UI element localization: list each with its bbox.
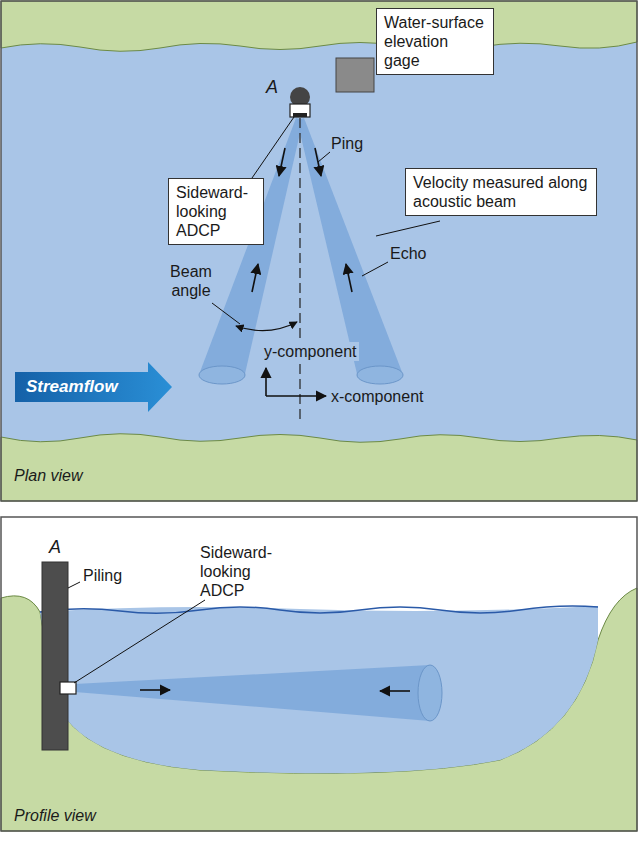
leader-line [212, 303, 240, 324]
panel-border [1, 1, 637, 501]
ping-arrow [279, 148, 285, 176]
location-marker: A [266, 78, 278, 97]
echo-arrow [252, 264, 258, 292]
part-label: Beam angle [160, 262, 222, 300]
leader-line [318, 152, 330, 162]
callout-box: Sideward- looking ADCP [168, 178, 264, 245]
part-label: Plan view [14, 466, 82, 485]
water-profile [40, 606, 598, 773]
sky [1, 517, 637, 831]
north-bank [1, 1, 637, 51]
callout-text: Sideward- looking ADCP [176, 183, 256, 240]
water-surface [40, 606, 598, 613]
adcp-symbol [290, 104, 310, 117]
center-line [299, 118, 300, 338]
water-plan [1, 1, 637, 501]
beam-end [357, 366, 403, 384]
part-label: Streamflow [26, 377, 118, 396]
callout-text: Velocity measured along acoustic beam [413, 173, 589, 211]
ping-arrow [140, 689, 170, 691]
beam-end [199, 366, 245, 384]
part-label: Sideward- looking ADCP [200, 543, 292, 600]
center-line [299, 364, 300, 422]
part-label: y-component [262, 342, 359, 361]
echo-arrow [380, 690, 410, 692]
echo-arrow [346, 264, 352, 292]
callout-box: Water-surface elevation gage [376, 8, 494, 75]
panel-border [1, 517, 637, 831]
x-axis [266, 395, 326, 397]
channel-banks [1, 588, 637, 831]
south-bank [1, 434, 637, 501]
acoustic-beam [200, 118, 303, 378]
part-label: Piling [83, 566, 122, 585]
part-label: x-component [331, 387, 424, 406]
leader-line [68, 582, 80, 588]
beam-end [418, 665, 442, 721]
part-label: Ping [331, 134, 363, 153]
y-axis [265, 368, 267, 396]
adcp-symbol [60, 682, 76, 694]
piling [42, 562, 68, 750]
leader-line [362, 262, 388, 276]
leader-line [74, 600, 205, 683]
gage-symbol [336, 58, 374, 92]
angle-arc [236, 322, 297, 331]
acoustic-beam [297, 118, 402, 378]
acoustic-beam [75, 665, 430, 721]
location-marker: A [49, 538, 61, 557]
streamflow-arrow [15, 362, 172, 412]
leader-line [252, 117, 294, 178]
adcp-face [293, 113, 307, 117]
leader-line [376, 221, 440, 236]
callout-box: Velocity measured along acoustic beam [405, 168, 597, 216]
callout-text: Water-surface elevation gage [384, 13, 486, 70]
part-label: Profile view [14, 806, 96, 825]
part-label: Echo [390, 244, 426, 263]
